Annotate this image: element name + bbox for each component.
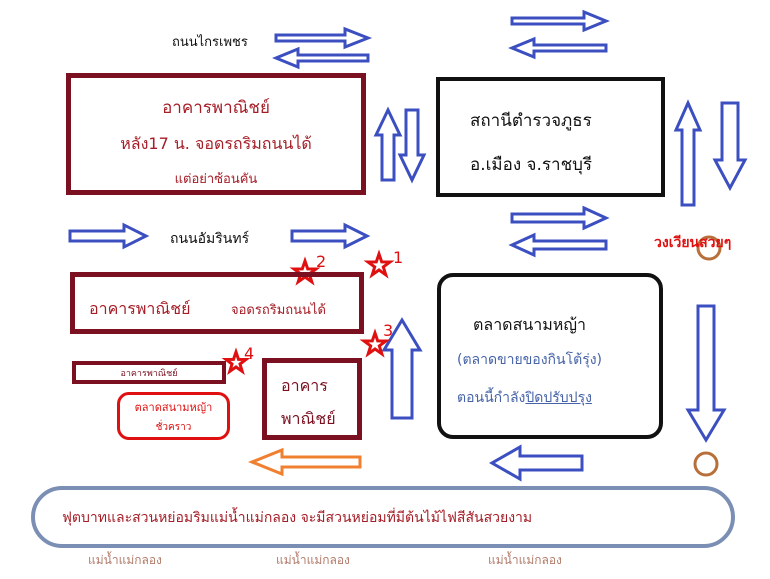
arrow-left-bottom-orange [247, 447, 362, 477]
riverside-outline [31, 486, 735, 548]
arrow-left-middle-right [508, 232, 608, 258]
arrow-left-bottom-blue [488, 444, 584, 482]
marker-star-1 [363, 249, 395, 279]
river-label-right: แม่น้ำแม่กลอง [488, 553, 562, 567]
market-status: ตอนนี้กำลังปิดปรับปรุง [457, 387, 592, 409]
shophouse-top-title: อาคารพาณิชย์ [162, 98, 270, 118]
roundabout-top-circle [696, 235, 722, 261]
arrow-left-upper-right [508, 36, 608, 60]
shophouse-middle-note: จอดรถริมถนนได้ [231, 303, 326, 318]
marker-number-4: 4 [244, 344, 255, 363]
marker-number-3: 3 [383, 321, 394, 340]
marker-number-2: 2 [316, 252, 327, 271]
arrow-down-far-right [685, 304, 727, 443]
arrow-right-upper-right [510, 9, 610, 33]
shophouse-top-note: แต่อย่าซ้อนคัน [174, 172, 258, 187]
roundabout-bottom-circle [693, 451, 719, 477]
road-label-top: ถนนไกรเพชร [172, 35, 248, 50]
riverside-text: ฟุตบาทและสวนหย่อมริมแม่น้ำแม่กลอง จะมีสว… [62, 510, 533, 526]
arrow-down-left-column [397, 108, 427, 184]
shophouse-corner-box: อาคาร พาณิชย์ [262, 358, 362, 440]
market-box: ตลาดสนามหญ้า (ตลาดขายของกินโต้รุ่ง) ตอนน… [437, 273, 663, 439]
road-label-middle: ถนนอัมรินทร์ [170, 231, 250, 247]
police-station-box: สถานีตำรวจภูธร อ.เมือง จ.ราชบุรี [436, 77, 665, 197]
arrow-right-middle [290, 222, 371, 250]
police-station-location: อ.เมือง จ.ราชบุรี [470, 155, 593, 175]
marker-star-3 [359, 328, 391, 358]
shophouse-top-box: อาคารพาณิชย์ หลัง17 น. จอดรถริมถนนได้ แต… [66, 73, 366, 195]
market-status-closed: ปิดปรับปรุง [525, 390, 592, 406]
shophouse-small-box: อาคารพาณิชย์ [72, 361, 226, 384]
shophouse-small-title: อาคารพาณิชย์ [120, 369, 178, 379]
temp-market-box: ตลาดสนามหญ้า ชั่วคราว [117, 392, 230, 440]
market-title: ตลาดสนามหญ้า [473, 315, 586, 334]
arrow-up-right-column [673, 99, 703, 207]
shophouse-corner-line2: พาณิชย์ [281, 409, 336, 428]
marker-star-4 [221, 347, 251, 375]
police-station-name: สถานีตำรวจภูธร [470, 111, 592, 131]
arrow-right-top [274, 26, 373, 50]
shophouse-corner-line1: อาคาร [281, 376, 328, 395]
marker-star-2 [289, 256, 321, 286]
shophouse-middle-title: อาคารพาณิชย์ [89, 299, 191, 318]
arrow-up-left-column [373, 106, 403, 182]
marker-number-1: 1 [393, 248, 404, 267]
temp-market-temporary: ชั่วคราว [155, 422, 192, 433]
arrow-right-middle-right [510, 205, 610, 231]
roundabout-label: วงเวียนสวยๆ [654, 235, 732, 251]
temp-market-name: ตลาดสนามหญ้า [134, 401, 213, 414]
shophouse-middle-box: อาคารพาณิชย์ จอดรถริมถนนได้ [70, 272, 364, 334]
river-label-center: แม่น้ำแม่กลอง [276, 553, 350, 567]
arrow-right-middle-left [68, 222, 150, 250]
river-label-left: แม่น้ำแม่กลอง [88, 553, 162, 567]
market-status-prefix: ตอนนี้กำลัง [457, 390, 526, 406]
arrow-left-top [272, 46, 370, 70]
market-subtitle: (ตลาดขายของกินโต้รุ่ง) [457, 352, 603, 368]
arrow-up-market [381, 317, 423, 420]
shophouse-top-parking: หลัง17 น. จอดรถริมถนนได้ [120, 134, 312, 153]
arrow-down-right-column [712, 101, 748, 192]
